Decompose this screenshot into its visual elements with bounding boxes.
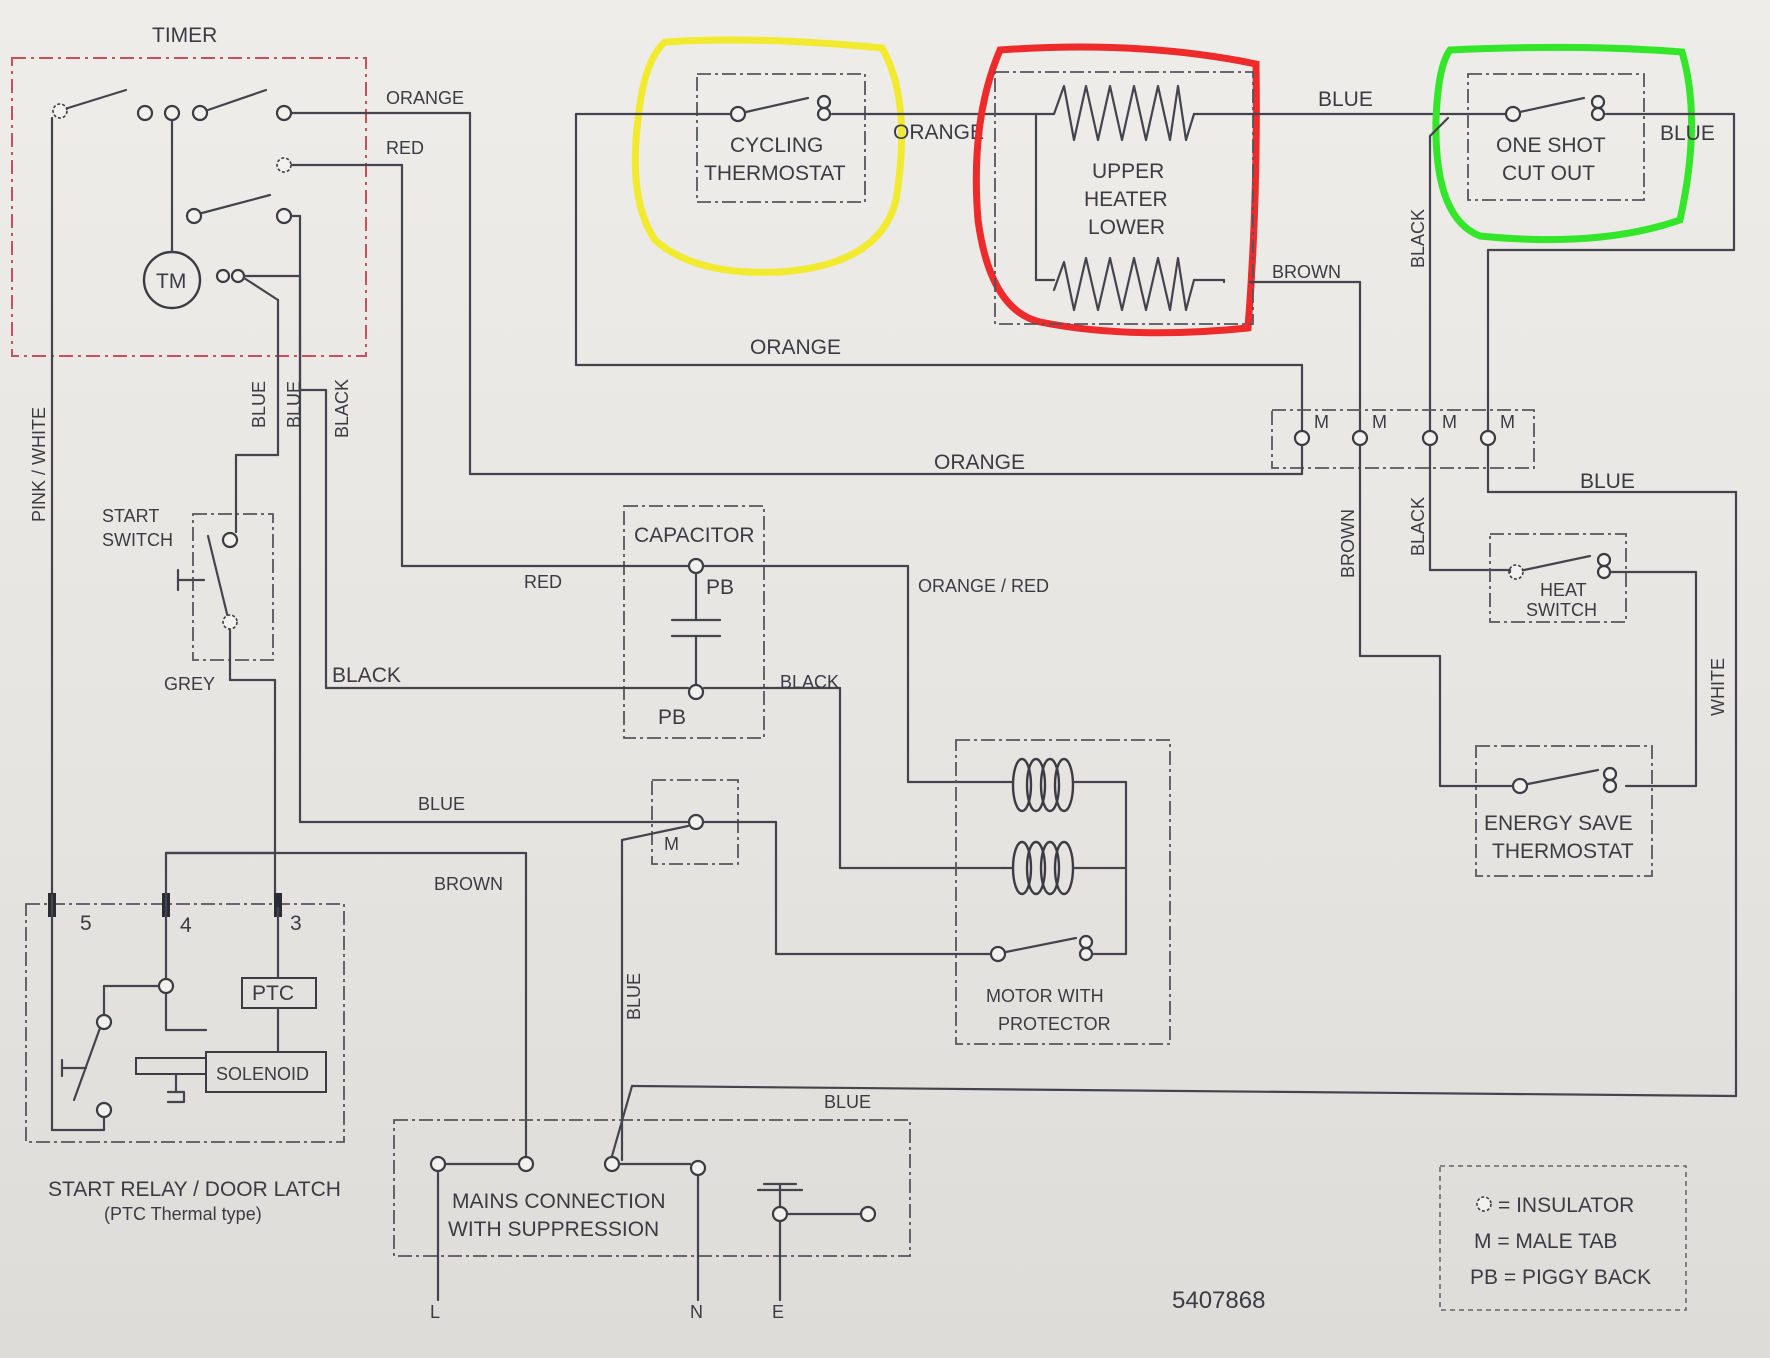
- start-relay-label-2: (PTC Thermal type): [104, 1204, 262, 1224]
- wire-label-black-left: BLACK: [332, 664, 401, 687]
- heater-label-upper: UPPER: [1092, 160, 1164, 183]
- male-tab-label-1: M: [1314, 412, 1329, 432]
- wire-label-orange-lower: ORANGE: [934, 451, 1025, 474]
- heat-switch-label-1: HEAT: [1540, 580, 1587, 600]
- energy-save-label-1: ENERGY SAVE: [1484, 812, 1633, 835]
- wire-label-blue-vertical: BLUE: [624, 973, 644, 1020]
- energy-save-thermostat: ENERGY SAVE THERMOSTAT: [1475, 745, 1653, 877]
- motor-label-2: PROTECTOR: [998, 1014, 1111, 1034]
- energy-save-thermostat-box: [1475, 745, 1653, 877]
- capacitor-box: [623, 505, 765, 739]
- heater: UPPER HEATER LOWER: [972, 43, 1260, 337]
- male-tab-label-4: M: [1500, 412, 1515, 432]
- heat-switch-box: [1489, 533, 1627, 623]
- wire-label-brown-tabs: BROWN: [1338, 509, 1358, 578]
- cycling-thermostat-box: [696, 73, 866, 203]
- male-tab-label-2: M: [1372, 412, 1387, 432]
- one-shot-cutout-box: [1467, 73, 1645, 201]
- wire-label-orange-mid: ORANGE: [750, 336, 841, 359]
- wire-label-black-timer: BLACK: [332, 379, 352, 438]
- heater-label-heater: HEATER: [1084, 188, 1168, 211]
- wire-label-blue-right: BLUE: [1580, 470, 1635, 493]
- start-relay-label-1: START RELAY / DOOR LATCH: [48, 1178, 341, 1201]
- start-switch-label-1: START: [102, 506, 159, 526]
- timer-label: TIMER: [152, 24, 217, 47]
- wire-label-blue-heater: BLUE: [1318, 88, 1373, 111]
- male-tab-block: M M M M: [1271, 409, 1535, 469]
- legend-male-tab: M = MALE TAB: [1474, 1230, 1617, 1253]
- cycling-thermostat-label-2: THERMOSTAT: [704, 162, 846, 185]
- legend-piggy-back: PB = PIGGY BACK: [1470, 1266, 1651, 1289]
- energy-save-label-2: THERMOSTAT: [1492, 840, 1634, 863]
- one-shot-cutout: ONE SHOT CUT OUT: [1432, 43, 1695, 244]
- capacitor: CAPACITOR PB PB: [623, 505, 765, 739]
- motor-box: [955, 739, 1171, 1045]
- wire-label-pink-white: PINK / WHITE: [29, 407, 49, 522]
- mains-box: [393, 1119, 911, 1257]
- wire-label-brown-heater: BROWN: [1272, 262, 1341, 282]
- highlight-heater: [972, 43, 1260, 337]
- timer-module: TIMER TM: [11, 24, 472, 802]
- wire-label-orange-cycling: ORANGE: [893, 121, 984, 144]
- cycling-thermostat: CYCLING THERMOSTAT: [631, 36, 906, 276]
- start-switch-box: [192, 513, 274, 661]
- male-tab-block-box: [1271, 409, 1535, 469]
- solenoid-label: SOLENOID: [216, 1064, 309, 1084]
- male-tab-label-3: M: [1442, 412, 1457, 432]
- highlight-cycling-thermostat: [631, 36, 906, 276]
- mains-connection: BLUE MAINS CONNECTION WITH SUPPRESSION L…: [393, 1084, 1738, 1322]
- ptc-label: PTC: [252, 982, 294, 1005]
- legend-box: [1439, 1165, 1687, 1311]
- one-shot-cutout-label-2: CUT OUT: [1502, 162, 1595, 185]
- heater-label-lower: LOWER: [1088, 216, 1165, 239]
- terminal-live-label: L: [430, 1302, 440, 1322]
- wire-label-red-mid: RED: [524, 572, 562, 592]
- pb-label-bottom: PB: [658, 706, 686, 729]
- start-relay-box: [25, 903, 345, 1143]
- part-number: 5407868: [1172, 1287, 1265, 1314]
- motor-with-protector: MOTOR WITH PROTECTOR: [955, 739, 1171, 1045]
- mains-label-2: WITH SUPPRESSION: [448, 1218, 659, 1241]
- heat-switch-label-2: SWITCH: [1526, 600, 1597, 620]
- heat-switch: HEAT SWITCH: [1489, 533, 1627, 623]
- motor-label-1: MOTOR WITH: [986, 986, 1104, 1006]
- wire-label-orange-red: ORANGE / RED: [918, 576, 1049, 596]
- terminal-neutral-label: N: [690, 1302, 703, 1322]
- wire-label-black-tabs: BLACK: [1408, 497, 1428, 556]
- timer-box: [11, 57, 367, 357]
- start-switch: START SWITCH GREY: [102, 453, 280, 694]
- centre-male-tab-label: M: [664, 834, 679, 854]
- centre-male-tab: M: [651, 779, 739, 865]
- wire-label-blue-centre: BLUE: [418, 794, 465, 814]
- capacitor-label: CAPACITOR: [634, 524, 755, 547]
- wire-label-black-right: BLACK: [780, 672, 839, 692]
- terminal-5-label: 5: [80, 912, 92, 935]
- wire-label-brown-centre: BROWN: [434, 874, 503, 894]
- legend: = INSULATOR M = MALE TAB PB = PIGGY BACK: [1439, 1165, 1687, 1311]
- cycling-thermostat-label-1: CYCLING: [730, 134, 823, 157]
- wire-label-red-top: RED: [386, 138, 424, 158]
- one-shot-cutout-label-1: ONE SHOT: [1496, 134, 1606, 157]
- wire-label-blue-cutout: BLUE: [1660, 122, 1715, 145]
- timer-motor-label: TM: [156, 270, 186, 293]
- pb-label-top: PB: [706, 576, 734, 599]
- wire-label-blue-timer-2: BLUE: [284, 381, 304, 428]
- terminal-3-label: 3: [290, 912, 302, 935]
- wire-label-blue-timer-1: BLUE: [249, 381, 269, 428]
- wire-label-black-cutout: BLACK: [1408, 209, 1428, 268]
- wire-label-orange-timer: ORANGE: [386, 88, 464, 108]
- wire-label-blue-mains: BLUE: [824, 1092, 871, 1112]
- start-switch-label-2: SWITCH: [102, 530, 173, 550]
- wire-label-grey: GREY: [164, 674, 215, 694]
- wire-label-white: WHITE: [1708, 658, 1728, 716]
- legend-insulator: = INSULATOR: [1498, 1194, 1634, 1217]
- terminal-earth-label: E: [772, 1302, 784, 1322]
- terminal-4-label: 4: [180, 914, 192, 937]
- start-relay-door-latch: 5 4 3 PTC SOLENOID START RELAY / DOOR LA…: [25, 851, 345, 1224]
- heater-box: [994, 71, 1254, 325]
- mains-label-1: MAINS CONNECTION: [452, 1190, 666, 1213]
